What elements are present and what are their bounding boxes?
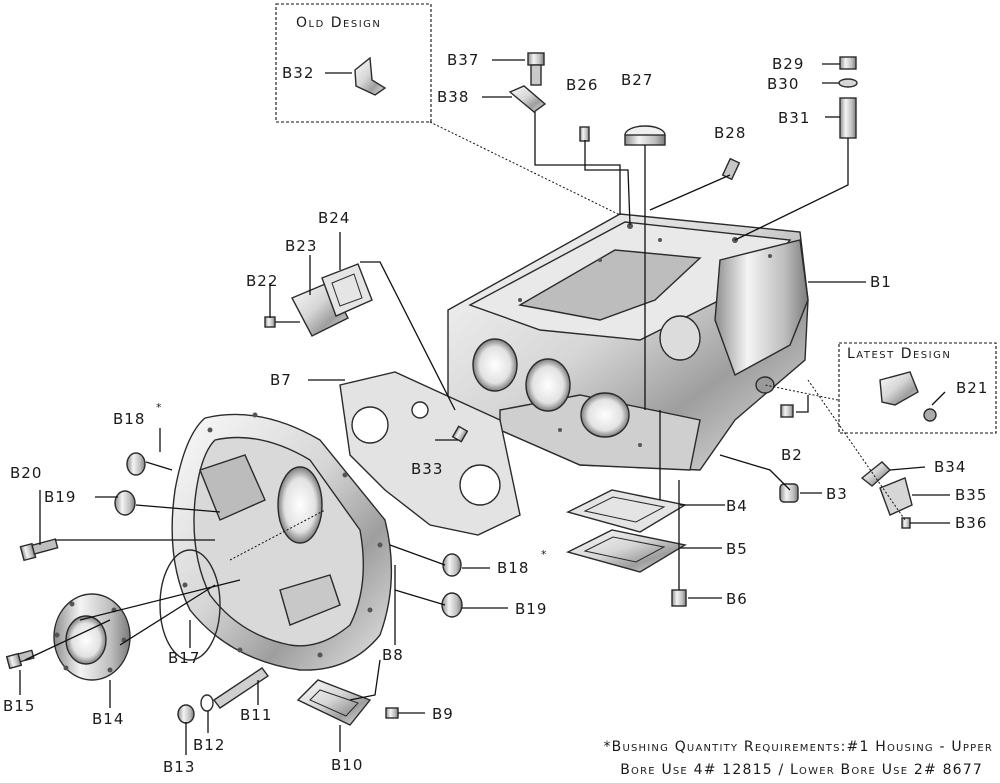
label-b20: B20 xyxy=(10,464,42,482)
bracket-b34 xyxy=(860,461,892,487)
sleeve-b31 xyxy=(839,97,857,139)
label-b7: B7 xyxy=(270,371,292,389)
label-b27: B27 xyxy=(621,71,653,89)
bottom-cover-gasket-b4 xyxy=(566,489,687,533)
part-labels: B32 B37 B38 B26 B27 B28 B29 B30 B31 B1 B… xyxy=(3,51,988,776)
dowel-b28 xyxy=(721,157,741,181)
footnote-line-2: Bore Use 4# 12815 / Lower Bore Use 2# 86… xyxy=(620,762,983,778)
label-b22: B22 xyxy=(246,272,278,290)
washer-b30 xyxy=(838,78,858,88)
inner-primary-housing xyxy=(159,412,393,671)
plate-b35 xyxy=(879,477,913,516)
latest-design-title: Latest Design xyxy=(847,346,951,362)
gasket-b7 xyxy=(339,371,521,536)
bushing-b18-right xyxy=(442,553,462,577)
label-b5: B5 xyxy=(726,540,748,558)
label-b11: B11 xyxy=(240,706,272,724)
gasket-b24 xyxy=(321,263,373,317)
label-b2: B2 xyxy=(781,446,803,464)
label-b18-top: B18 xyxy=(113,410,145,428)
label-b38: B38 xyxy=(437,88,469,106)
old-design-title: Old Design xyxy=(296,15,381,31)
old-design-box: Old Design xyxy=(275,3,432,123)
bolt-b37 xyxy=(527,52,545,86)
label-b21: B21 xyxy=(956,379,988,397)
bottom-cover-plate-b5 xyxy=(566,529,687,573)
label-b9: B9 xyxy=(432,705,454,723)
label-b37: B37 xyxy=(447,51,479,69)
label-b26: B26 xyxy=(566,76,598,94)
bushing-b19-right xyxy=(441,592,463,618)
asterisk-b18-top: * xyxy=(156,401,162,414)
label-b32: B32 xyxy=(282,64,314,82)
latest-design-box: Latest Design xyxy=(838,342,997,434)
bracket-b38 xyxy=(508,85,547,113)
stud-b11 xyxy=(212,667,270,709)
bracket-b21 xyxy=(879,371,937,422)
label-b24: B24 xyxy=(318,209,350,227)
label-b28: B28 xyxy=(714,124,746,142)
label-b12: B12 xyxy=(193,736,225,754)
label-b33: B33 xyxy=(411,460,443,478)
drain-plug-b6 xyxy=(671,589,687,607)
label-b18-right: B18 xyxy=(497,559,529,577)
label-b17: B17 xyxy=(168,649,200,667)
fitting-b2 xyxy=(780,404,794,418)
label-b3: B3 xyxy=(826,485,848,503)
screw-b33 xyxy=(451,425,469,443)
label-b10: B10 xyxy=(331,756,363,774)
label-b23: B23 xyxy=(285,237,317,255)
main-housing-b1 xyxy=(447,213,809,471)
label-b1: B1 xyxy=(870,273,892,291)
label-b31: B31 xyxy=(778,109,810,127)
label-b30: B30 xyxy=(767,75,799,93)
bushing-footnote: *Bushing Quantity Requirements:#1 Housin… xyxy=(603,739,993,778)
flange-b14 xyxy=(53,593,131,681)
label-b29: B29 xyxy=(772,55,804,73)
bolt-b20 xyxy=(19,538,59,562)
label-b35: B35 xyxy=(955,486,987,504)
plug-b3 xyxy=(779,483,799,503)
leader-lines xyxy=(19,59,950,755)
label-b19-left: B19 xyxy=(44,488,76,506)
asterisk-b18-right: * xyxy=(541,548,547,561)
label-b14: B14 xyxy=(92,710,124,728)
label-b34: B34 xyxy=(934,458,966,476)
dowel-b26 xyxy=(579,126,590,142)
bushing-b18-top xyxy=(126,452,146,476)
screw-b36 xyxy=(901,517,911,529)
label-b4: B4 xyxy=(726,497,748,515)
bolt-b22 xyxy=(264,316,276,328)
plug-b27 xyxy=(624,125,666,146)
label-b6: B6 xyxy=(726,590,748,608)
bearing-cover-b10 xyxy=(296,679,372,726)
washer-b12 xyxy=(200,694,214,712)
bolt-b15 xyxy=(5,649,35,670)
label-b13: B13 xyxy=(163,758,195,776)
nut-b29 xyxy=(839,56,857,70)
bushing-b19-left xyxy=(114,490,136,516)
nut-b13 xyxy=(177,704,195,724)
label-b15: B15 xyxy=(3,697,35,715)
bracket-b32 xyxy=(354,56,387,96)
label-b8: B8 xyxy=(382,646,404,664)
label-b19-right: B19 xyxy=(515,600,547,618)
bolt-b9 xyxy=(385,707,399,719)
label-b36: B36 xyxy=(955,514,987,532)
footnote-line-1: *Bushing Quantity Requirements:#1 Housin… xyxy=(603,739,993,755)
